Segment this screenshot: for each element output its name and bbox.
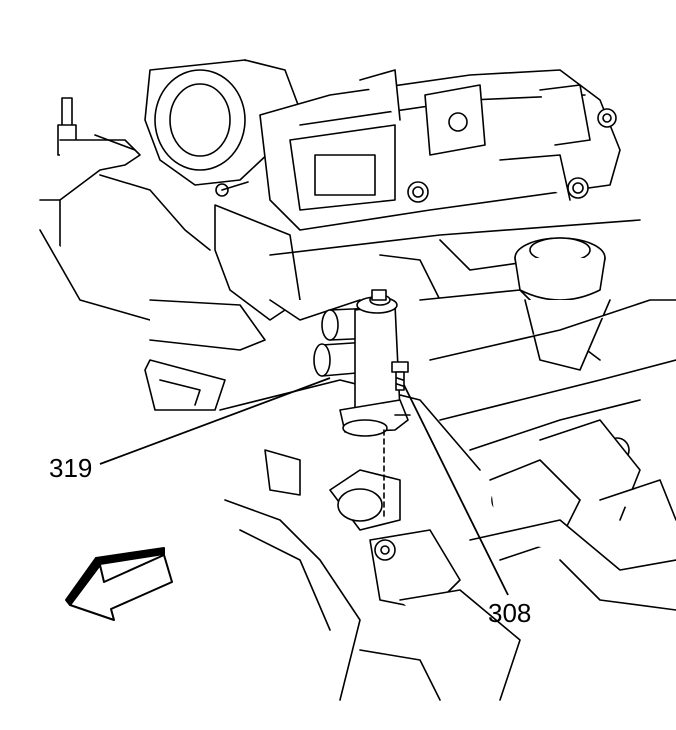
intake-runners xyxy=(149,204,641,361)
heater-outlet-pipe xyxy=(313,289,411,437)
oil-filler-cap xyxy=(514,237,611,371)
callout-319: 319 xyxy=(49,453,93,483)
cylinder-head-right xyxy=(429,299,676,611)
bolt-308 xyxy=(383,361,409,521)
callout-308: 308 xyxy=(488,598,532,628)
left-bracket xyxy=(39,97,211,321)
arrow-left-icon xyxy=(65,547,173,621)
leader-lines xyxy=(99,377,509,596)
intake-manifold-upper xyxy=(259,69,621,231)
engine-block-lower xyxy=(144,359,521,701)
